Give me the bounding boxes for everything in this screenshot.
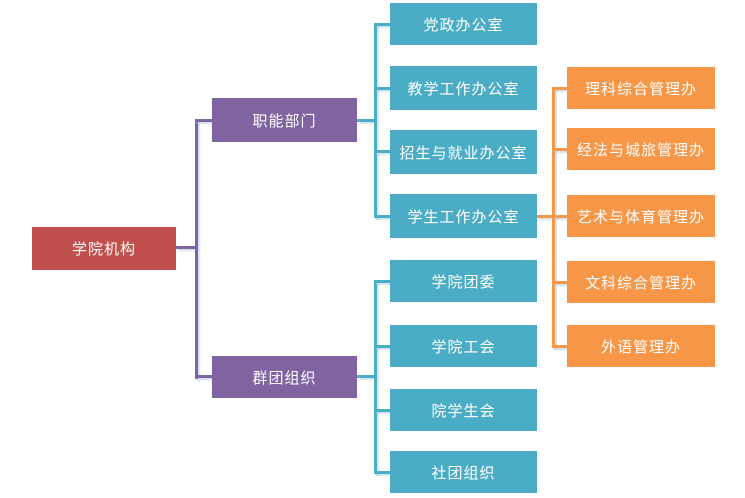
node-label: 职能部门	[252, 112, 317, 130]
connector-stub-party-gov-office	[374, 23, 390, 26]
node-student-affairs-office: 学生工作办公室	[390, 194, 537, 238]
node-label: 群团组织	[252, 369, 317, 387]
node-label: 学院工会	[431, 338, 496, 356]
node-art-pe-admin-office: 艺术与体育管理办	[567, 195, 715, 237]
node-label: 艺术与体育管理办	[576, 208, 705, 226]
connector-stub-youth-league	[374, 280, 390, 283]
node-label: 教学工作办公室	[407, 80, 520, 98]
connector-root-trunk	[195, 119, 198, 379]
node-label: 院学生会	[431, 402, 496, 420]
node-label: 党政办公室	[423, 16, 504, 34]
connector-to-functional-departments	[195, 119, 212, 122]
node-label: 经法与城旅管理办	[576, 141, 705, 159]
connector-stub-student-union	[374, 409, 390, 412]
connector-stub-teaching-office	[374, 87, 390, 90]
node-labor-union: 学院工会	[390, 325, 537, 367]
connector-stub-liberal-arts-admin-office	[552, 281, 567, 284]
node-liberal-arts-admin-office: 文科综合管理办	[567, 261, 715, 303]
node-label: 社团组织	[431, 464, 496, 482]
connector-stub-science-admin-office	[552, 87, 567, 90]
connector-root-horizontal	[176, 246, 195, 249]
connector-stub-club-organizations	[374, 471, 390, 474]
node-admission-employment-office: 招生与就业办公室	[390, 130, 537, 174]
connector-functional-trunk	[374, 23, 377, 218]
node-label: 学院团委	[431, 273, 496, 291]
node-label: 理科综合管理办	[584, 80, 697, 98]
connector-to-mass-organizations	[195, 375, 212, 378]
node-label: 学院机构	[71, 241, 136, 258]
connector-stub-econ-law-tourism-admin-office	[552, 148, 567, 151]
node-student-union: 院学生会	[390, 389, 537, 431]
node-youth-league: 学院团委	[390, 260, 537, 302]
connector-offices-trunk	[552, 87, 555, 348]
node-functional-departments: 职能部门	[212, 98, 357, 142]
node-party-gov-office: 党政办公室	[390, 3, 537, 45]
connector-mass-horizontal	[357, 375, 374, 378]
node-label: 招生与就业办公室	[399, 144, 528, 162]
connector-mass-trunk	[374, 280, 377, 474]
node-econ-law-tourism-admin-office: 经法与城旅管理办	[567, 128, 715, 170]
node-college-organization-root: 学院机构	[32, 227, 176, 270]
node-label: 外语管理办	[600, 338, 681, 356]
connector-stub-labor-union	[374, 345, 390, 348]
connector-stub-admission-office	[374, 150, 390, 153]
node-label: 学生工作办公室	[407, 208, 520, 226]
node-teaching-office: 教学工作办公室	[390, 66, 537, 110]
node-science-admin-office: 理科综合管理办	[567, 67, 715, 109]
node-mass-organizations: 群团组织	[212, 356, 357, 398]
connector-stub-foreign-lang-admin-office	[552, 345, 567, 348]
connector-functional-horizontal	[357, 119, 374, 122]
node-foreign-lang-admin-office: 外语管理办	[567, 325, 715, 367]
node-club-organizations: 社团组织	[390, 451, 537, 493]
connector-stub-student-affairs-office	[374, 215, 390, 218]
node-label: 文科综合管理办	[584, 274, 697, 292]
